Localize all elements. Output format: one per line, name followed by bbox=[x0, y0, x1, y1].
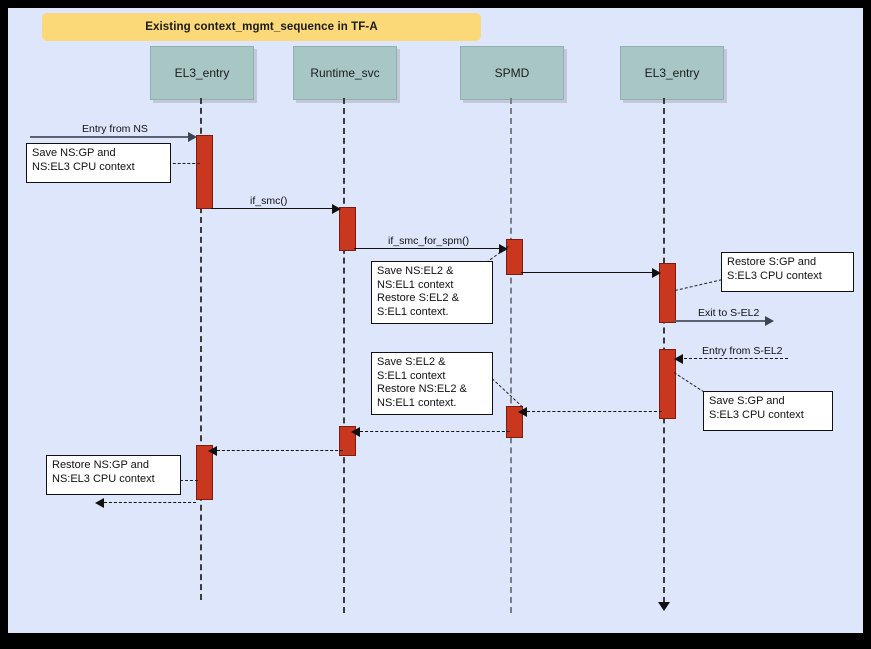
lifeline-end-arrow-icon bbox=[658, 602, 670, 611]
message-if-smc-for-spm-line bbox=[354, 248, 502, 249]
lifeline-spmd bbox=[510, 98, 512, 613]
note-save-s-gp: Save S:GP and S:EL3 CPU context bbox=[703, 391, 833, 431]
message-spmd-to-runtime-svc-arrow-icon bbox=[351, 427, 360, 437]
message-entry-from-sel2-line bbox=[684, 358, 788, 359]
message-el3-left-exit-arrow-icon bbox=[95, 498, 104, 508]
note-text: Restore S:GP and S:EL3 CPU context bbox=[727, 256, 822, 282]
participant-el3-entry-right[interactable]: EL3_entry bbox=[620, 46, 724, 100]
note-text: Save S:EL2 & S:EL1 context Restore NS:EL… bbox=[377, 356, 467, 409]
message-entry-from-ns-line bbox=[30, 136, 190, 138]
participant-spmd[interactable]: SPMD bbox=[460, 46, 564, 100]
participant-runtime-svc[interactable]: Runtime_svc bbox=[293, 46, 397, 100]
message-el3-right-to-spmd-arrow-icon bbox=[518, 407, 527, 417]
note-link-4 bbox=[491, 378, 524, 408]
note-restore-ns-gp: Restore NS:GP and NS:EL3 CPU context bbox=[46, 455, 181, 495]
note-link-3 bbox=[674, 279, 722, 291]
note-link-5 bbox=[673, 372, 705, 393]
message-label-if-smc: if_smc() bbox=[248, 195, 290, 207]
note-fold-icon bbox=[152, 144, 170, 162]
note-text: Save NS:EL2 & NS:EL1 context Restore S:E… bbox=[377, 265, 459, 318]
activation-el3-entry-right-1 bbox=[659, 263, 676, 323]
participant-label: Runtime_svc bbox=[310, 66, 380, 80]
note-link-6 bbox=[180, 480, 198, 481]
diagram-title-banner: Existing context_mgmt_sequence in TF-A bbox=[42, 13, 481, 41]
note-text: Save S:GP and S:EL3 CPU context bbox=[709, 395, 804, 421]
note-fold-icon bbox=[474, 262, 492, 280]
note-text: Save NS:GP and NS:EL3 CPU context bbox=[32, 147, 135, 173]
participant-el3-entry-left[interactable]: EL3_entry bbox=[150, 46, 254, 100]
note-save-ns-el2: Save NS:EL2 & NS:EL1 context Restore S:E… bbox=[371, 261, 493, 324]
message-runtime-svc-to-el3-left-arrow-icon bbox=[208, 446, 217, 456]
note-fold-icon bbox=[162, 456, 180, 474]
note-text: Restore NS:GP and NS:EL3 CPU context bbox=[52, 459, 155, 485]
message-if-smc-for-spm-arrow-icon bbox=[499, 244, 508, 254]
note-save-s-el2: Save S:EL2 & S:EL1 context Restore NS:EL… bbox=[371, 352, 493, 415]
message-label-exit-to-sel2: Exit to S-EL2 bbox=[696, 307, 762, 319]
note-save-ns-gp: Save NS:GP and NS:EL3 CPU context bbox=[26, 143, 171, 183]
note-fold-icon bbox=[835, 253, 853, 271]
message-spmd-to-runtime-svc-line bbox=[360, 431, 510, 432]
participant-label: EL3_entry bbox=[174, 66, 230, 80]
page-title: Existing context_mgmt_sequence in TF-A bbox=[145, 21, 378, 33]
message-exit-to-sel2-arrow-icon bbox=[765, 316, 774, 326]
message-entry-from-sel2-arrow-icon bbox=[674, 354, 683, 364]
message-spmd-to-el3-right-line bbox=[521, 272, 654, 273]
activation-el3-entry-left-1 bbox=[196, 135, 213, 209]
note-link-1 bbox=[168, 163, 200, 164]
diagram-canvas: Existing context_mgmt_sequence in TF-A E… bbox=[8, 8, 863, 633]
message-if-smc-arrow-icon bbox=[332, 204, 341, 214]
message-exit-to-sel2-line bbox=[674, 320, 768, 322]
note-restore-s-gp: Restore S:GP and S:EL3 CPU context bbox=[721, 252, 854, 292]
message-if-smc-line bbox=[211, 208, 336, 209]
message-label-entry-from-ns: Entry from NS bbox=[80, 123, 150, 135]
activation-el3-entry-right-2 bbox=[659, 349, 676, 419]
lifeline-runtime-svc bbox=[343, 98, 345, 613]
activation-runtime-svc-1 bbox=[339, 207, 356, 251]
message-spmd-to-el3-right-arrow-icon bbox=[652, 268, 661, 278]
note-fold-icon bbox=[474, 353, 492, 371]
message-el3-left-exit-line bbox=[104, 502, 196, 503]
message-entry-from-ns-arrow-icon bbox=[188, 132, 197, 142]
note-fold-icon bbox=[814, 392, 832, 410]
participant-label: EL3_entry bbox=[644, 66, 700, 80]
participant-label: SPMD bbox=[494, 66, 530, 80]
lifeline-el3-entry-left bbox=[200, 98, 202, 600]
message-label-if-smc-for-spm: if_smc_for_spm() bbox=[386, 235, 472, 247]
message-el3-right-to-spmd-line bbox=[527, 411, 662, 412]
message-label-entry-from-sel2: Entry from S-EL2 bbox=[700, 345, 785, 357]
activation-el3-entry-left-2 bbox=[196, 445, 213, 500]
activation-spmd-1 bbox=[506, 239, 523, 275]
message-runtime-svc-to-el3-left-line bbox=[217, 450, 343, 451]
